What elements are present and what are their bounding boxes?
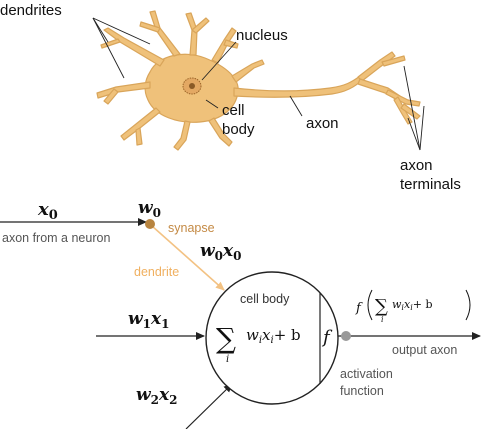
- w0x0-label: w0x0: [200, 241, 242, 263]
- label-nucleus: nucleus: [236, 27, 288, 44]
- activation-label-line1: activation: [340, 367, 393, 381]
- output-dot: [341, 331, 351, 341]
- output-sum-index: i: [381, 315, 384, 324]
- synapse-dot: [145, 219, 155, 229]
- cell-sum-index: i: [226, 354, 229, 365]
- neuron-leader-lines: [92, 17, 425, 151]
- label-cell-body-line1: cell: [222, 102, 245, 119]
- mathematical-model: x0 axon from a neuron w0 synapse w0x0 de…: [0, 198, 481, 429]
- dendrite-label: dendrite: [134, 265, 179, 279]
- label-cell-body-line2: body: [222, 121, 255, 138]
- w2x2-input-line: [185, 383, 233, 429]
- output-formula: f ∑ i wixi+ b: [355, 289, 471, 324]
- output-axon-label: output axon: [392, 343, 457, 357]
- axon-from-neuron-label: axon from a neuron: [2, 231, 110, 245]
- output-sum-body: wixi+ b: [392, 298, 433, 312]
- cell-sum-formula: wixi+ b: [246, 326, 301, 346]
- output-f: f: [355, 301, 363, 316]
- neuron-shape: [96, 10, 421, 151]
- cell-body-title: cell body: [240, 292, 290, 306]
- cell-sum-symbol: ∑: [216, 322, 236, 355]
- label-axon-terminals-line2: terminals: [400, 176, 461, 193]
- biological-neuron: dendrites nucleus cell body axon axon te…: [0, 2, 461, 193]
- label-axon: axon: [306, 115, 339, 132]
- w0-label: w0: [138, 198, 161, 220]
- w2x2-label: w2x2: [136, 385, 178, 407]
- output-paren-right: [465, 289, 471, 321]
- cell-body-circle: [205, 271, 339, 405]
- output-paren-left: [367, 289, 373, 321]
- synapse-label: synapse: [168, 221, 215, 235]
- dendrite-line: [151, 225, 225, 291]
- nucleus-shape: [182, 77, 202, 95]
- activation-label-line2: function: [340, 384, 384, 398]
- w1x1-label: w1x1: [128, 309, 170, 331]
- label-dendrites: dendrites: [0, 2, 62, 19]
- output-sum-symbol: ∑: [375, 296, 388, 317]
- label-axon-terminals-line1: axon: [400, 157, 433, 174]
- x0-label: x0: [37, 199, 58, 223]
